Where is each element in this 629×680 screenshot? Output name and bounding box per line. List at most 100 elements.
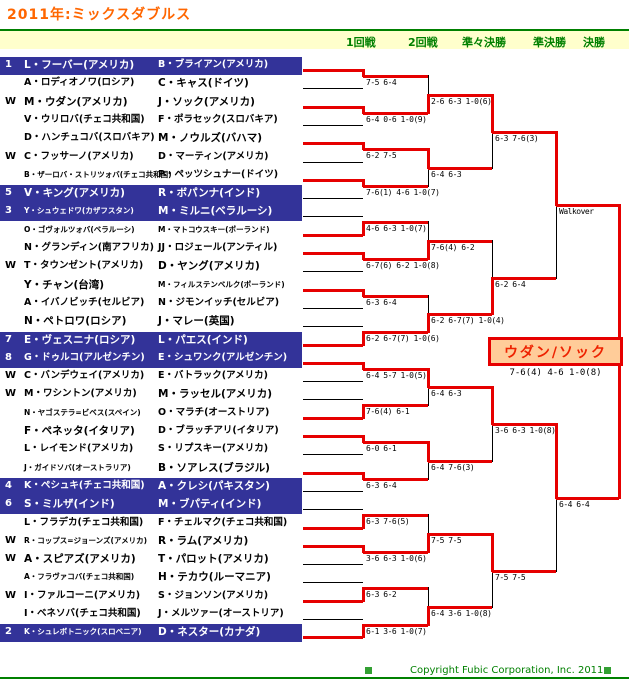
bracket-connector xyxy=(427,533,430,553)
player-male-name: H・テカウ(ルーマニア) xyxy=(158,571,271,583)
round-label-f: 決勝 xyxy=(583,36,605,49)
final-score: 7-6(4) 4-6 1-0(8) xyxy=(509,368,602,378)
player-male-name: D・ネスター(カナダ) xyxy=(158,626,261,638)
player-male-name: R・ボパンナ(インド) xyxy=(158,187,261,199)
player-female-name: A・フラヴァコバ(チェコ共和国) xyxy=(24,572,135,581)
winner-line xyxy=(363,258,428,261)
seed-highlight-bar xyxy=(0,332,302,350)
bracket-connector xyxy=(491,94,494,133)
player-female-name: A・イバノビッチ(セルビア) xyxy=(24,297,145,308)
winner-line xyxy=(492,131,556,134)
player-female-name: Y・チャン(台湾) xyxy=(24,279,105,291)
bracket-connector xyxy=(428,587,429,608)
player-male-name: C・キャス(ドイツ) xyxy=(158,77,249,89)
player-female-name: E・ヴェスニナ(ロシア) xyxy=(24,334,136,346)
seed-highlight-bar xyxy=(0,496,302,514)
seed-highlight-bar xyxy=(0,57,302,75)
bracket-connector xyxy=(491,533,494,572)
bracket-connector xyxy=(428,460,429,480)
player-male-name: R・ラム(アメリカ) xyxy=(158,535,249,547)
team-line xyxy=(303,179,363,182)
wildcard-marker: W xyxy=(5,96,17,107)
match-score: 7-5 7-5 xyxy=(495,573,526,582)
player-male-name: D・マーティン(アメリカ) xyxy=(158,151,269,162)
player-female-name: I・ファルコーニ(アメリカ) xyxy=(24,590,141,601)
match-score: 6-2 6-4 xyxy=(495,280,526,289)
player-female-name: K・ペシュキ(チェコ共和国) xyxy=(24,480,145,491)
team-line xyxy=(303,619,363,620)
player-female-name: F・ペネッタ(イタリア) xyxy=(24,425,135,437)
bracket-connector xyxy=(362,472,365,480)
wildcard-marker: W xyxy=(5,260,17,271)
match-score: 2-6 6-3 1-0(6) xyxy=(431,97,492,106)
match-score: 6-4 6-3 xyxy=(431,170,462,179)
winner-line xyxy=(363,295,428,298)
wildcard-marker: W xyxy=(5,535,17,546)
winner-line xyxy=(428,460,492,463)
match-score: 6-2 7-5 xyxy=(366,151,397,160)
team-line xyxy=(303,326,363,327)
bracket-connector xyxy=(362,435,365,443)
bracket-connector xyxy=(427,313,430,333)
bracket-connector xyxy=(492,240,493,279)
match-score: 6-3 6-4 xyxy=(366,481,397,490)
player-male-name: B・ブライアン(アメリカ) xyxy=(158,59,269,70)
player-male-name: F・ポラセック(スロバキア) xyxy=(158,114,278,125)
seed-number: 6 xyxy=(5,498,12,509)
winner-line xyxy=(363,112,428,115)
player-female-name: V・キング(アメリカ) xyxy=(24,187,125,199)
bracket-connector xyxy=(427,368,430,388)
winner-line xyxy=(363,551,428,554)
winner-line xyxy=(428,94,492,97)
team-line xyxy=(303,491,363,492)
seed-number: 1 xyxy=(5,59,12,70)
bracket-connector xyxy=(428,75,429,96)
player-male-name: M・ノウルズ(バハマ) xyxy=(158,132,263,144)
bracket-connector xyxy=(362,179,365,187)
match-score: 6-3 7-6(3) xyxy=(495,134,539,143)
player-female-name: N・グランディン(南アフリカ) xyxy=(24,242,154,253)
bracket-connector xyxy=(427,94,430,114)
team-line xyxy=(303,198,363,199)
winner-line xyxy=(428,386,492,389)
match-score: 6-4 6-4 xyxy=(559,500,590,509)
bracket-connector xyxy=(492,570,493,608)
winner-line xyxy=(363,75,428,78)
seed-number: 8 xyxy=(5,352,12,363)
player-male-name: E・バトラック(アメリカ) xyxy=(158,370,268,381)
player-male-name: J・マレー(英国) xyxy=(158,315,235,327)
bracket-connector xyxy=(362,252,365,260)
winner-line xyxy=(363,331,428,334)
bracket-connector xyxy=(362,624,365,638)
player-male-name: M・フィルステンベルク(ポーランド) xyxy=(158,280,285,289)
player-male-name: JJ・ロジェール(アンティル) xyxy=(158,242,278,253)
round-header-band xyxy=(0,31,629,49)
match-score: 7-6(4) 6-1 xyxy=(366,407,410,416)
team-line xyxy=(303,472,363,475)
seed-number: 3 xyxy=(5,205,12,216)
match-score: 6-4 7-6(3) xyxy=(431,463,475,472)
team-line xyxy=(303,308,363,309)
round-label-sf: 準決勝 xyxy=(533,36,566,49)
player-male-name: M・ミルニ(ベラルーシ) xyxy=(158,205,273,217)
match-score: 6-4 6-3 xyxy=(431,389,462,398)
bracket-connector xyxy=(555,131,558,206)
team-line xyxy=(303,344,363,347)
match-score: 6-0 6-1 xyxy=(366,444,397,453)
player-female-name: C・バンデウェイ(アメリカ) xyxy=(24,370,145,381)
bracket-connector xyxy=(362,331,365,346)
player-female-name: O・ゴヴォルツォバ(ベラルーシ) xyxy=(24,225,135,234)
bracket-connector xyxy=(428,514,429,535)
player-female-name: A・スピアズ(アメリカ) xyxy=(24,553,136,565)
seed-number: 5 xyxy=(5,187,12,198)
player-female-name: M・ウダン(アメリカ) xyxy=(24,96,128,108)
copyright-text: Copyright Fubic Corporation, Inc. 2011 xyxy=(410,665,604,676)
player-male-name: S・ジョンソン(アメリカ) xyxy=(158,590,269,601)
player-female-name: L・フーバー(アメリカ) xyxy=(24,59,135,71)
player-male-name: S・リプスキー(アメリカ) xyxy=(158,443,269,454)
winner-line xyxy=(363,221,428,224)
team-line xyxy=(303,454,363,455)
match-score: 6-3 7-6(5) xyxy=(366,517,410,526)
seed-highlight-bar xyxy=(0,478,302,496)
